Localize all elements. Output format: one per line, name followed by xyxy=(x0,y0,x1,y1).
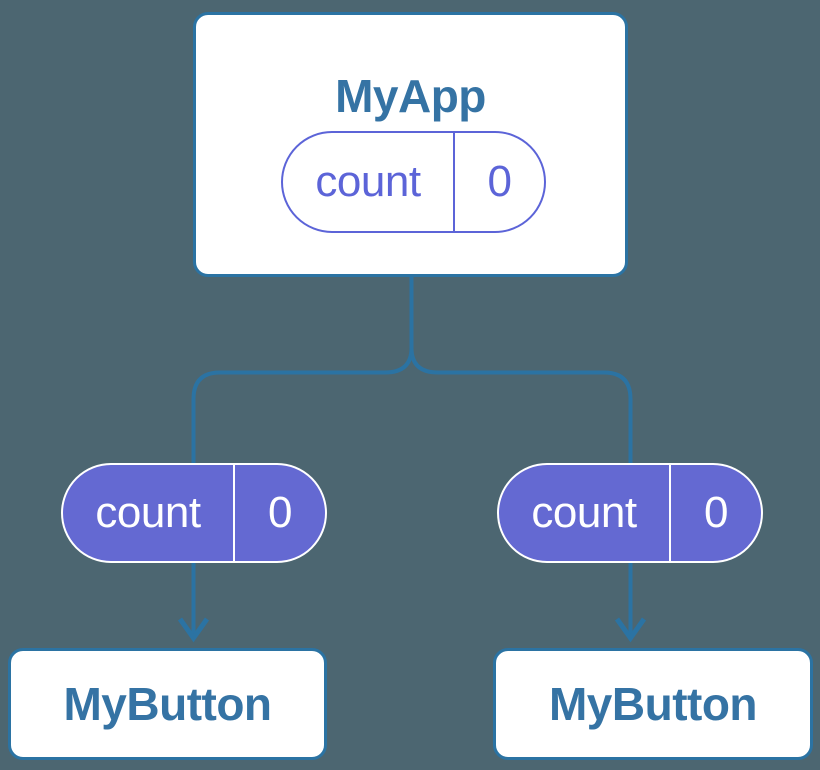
prop-name: count xyxy=(499,465,671,561)
mybutton-card-left: MyButton xyxy=(8,648,327,760)
prop-value: 0 xyxy=(704,488,728,537)
branch-line-right xyxy=(409,347,633,634)
child-prop-pill-left: count 0 xyxy=(61,463,327,563)
arrow-down-icon xyxy=(614,617,647,643)
component-title: MyApp xyxy=(335,70,486,122)
prop-value: 0 xyxy=(268,488,292,537)
prop-name: count xyxy=(283,133,455,231)
child-prop-pill-right: count 0 xyxy=(497,463,763,563)
myapp-card: MyApp count 0 xyxy=(193,12,628,277)
component-title: MyButton xyxy=(63,678,272,730)
prop-name: count xyxy=(63,465,235,561)
root-prop-pill: count 0 xyxy=(281,131,546,233)
component-title: MyButton xyxy=(548,678,758,730)
arrow-down-icon xyxy=(177,617,210,643)
branch-line-left xyxy=(191,347,414,634)
prop-value: 0 xyxy=(487,157,512,206)
mybutton-card-right: MyButton xyxy=(493,648,813,760)
